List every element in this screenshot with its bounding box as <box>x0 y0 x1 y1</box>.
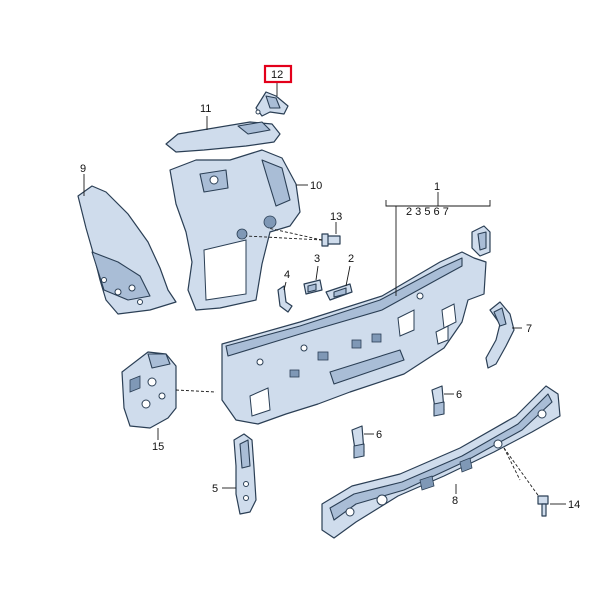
part-9-wheel-arch-liner[interactable] <box>77 174 177 315</box>
part-7-upper-bracket[interactable] <box>471 225 491 257</box>
callout-7[interactable]: 7 <box>526 323 532 335</box>
part-3-bracket[interactable] <box>303 265 323 295</box>
part-1-rear-panel[interactable] <box>221 192 491 425</box>
part-12-small-bracket[interactable] <box>255 82 289 117</box>
callout-14[interactable]: 14 <box>568 499 580 511</box>
callout-1[interactable]: 1 <box>434 181 440 193</box>
callout-15[interactable]: 15 <box>152 441 164 453</box>
callout-2[interactable]: 2 <box>348 253 354 265</box>
callout-13[interactable]: 13 <box>330 211 342 223</box>
callout-9[interactable]: 9 <box>80 163 86 175</box>
highlight-box-12 <box>263 64 293 84</box>
callout-1-sub: 2 3 5 6 7 <box>406 206 449 218</box>
part-5-reinforcement[interactable] <box>222 433 257 515</box>
callout-4[interactable]: 4 <box>284 269 290 281</box>
part-6-clip-lower[interactable] <box>351 425 374 459</box>
part-6-clip-upper[interactable] <box>431 385 454 417</box>
callout-12[interactable]: 12 <box>271 69 283 81</box>
callout-8[interactable]: 8 <box>452 495 458 507</box>
part-11-upper-cross-piece[interactable] <box>165 116 281 153</box>
callout-11[interactable]: 11 <box>200 103 211 115</box>
part-15-left-bracket[interactable] <box>121 351 217 440</box>
part-13-bolt[interactable] <box>245 222 341 247</box>
part-10-inner-side-panel[interactable] <box>169 149 308 311</box>
callout-5[interactable]: 5 <box>212 483 218 495</box>
callout-6-upper[interactable]: 6 <box>456 389 462 401</box>
part-4-bracket[interactable] <box>277 281 293 313</box>
callout-6-lower[interactable]: 6 <box>376 429 382 441</box>
part-7-side-bracket[interactable] <box>485 301 522 369</box>
callout-10[interactable]: 10 <box>310 180 322 192</box>
part-14-bolt[interactable] <box>537 495 566 517</box>
part-2-bracket[interactable] <box>325 265 353 301</box>
part-8-lower-cross-member[interactable] <box>321 385 561 539</box>
callout-3[interactable]: 3 <box>314 253 320 265</box>
